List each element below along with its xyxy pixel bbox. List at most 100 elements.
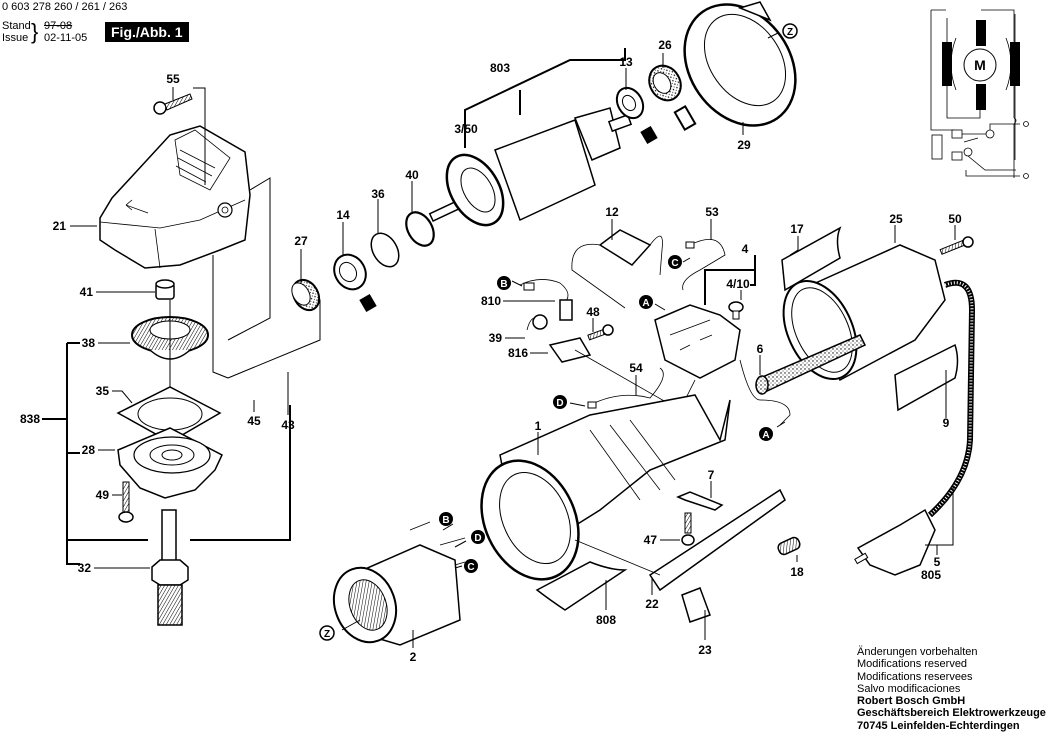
label-26: 26	[658, 38, 672, 52]
cable-53	[682, 238, 726, 291]
label-9	[894, 343, 959, 412]
marker-a-switch: A	[639, 295, 653, 309]
label-48: 48	[586, 305, 600, 319]
label-41: 41	[80, 285, 94, 299]
footer-company: Robert Bosch GmbH	[857, 695, 966, 708]
label-803: 803	[490, 61, 510, 75]
label-45: 45	[247, 414, 261, 428]
document-number: 0 603 278 260 / 261 / 263	[2, 1, 128, 13]
label-36: 36	[371, 187, 385, 201]
bushing-41	[155, 279, 175, 300]
label-47: 47	[644, 533, 658, 547]
label-838: 838	[20, 412, 40, 426]
revision-block: Stand 97-08 Issue 02-11-05 }	[2, 20, 87, 45]
svg-text:C: C	[467, 562, 474, 573]
issue-value: 02-11-05	[44, 32, 88, 44]
wiring-diagram: M	[930, 9, 1029, 179]
marker-d-field: D	[471, 530, 485, 544]
svg-text:C: C	[671, 258, 678, 269]
label-12: 12	[605, 205, 619, 219]
label-9: 9	[943, 416, 950, 430]
label-805: 805	[921, 568, 941, 582]
label-29: 29	[737, 138, 751, 152]
label-21: 21	[53, 219, 67, 233]
label-5: 5	[934, 555, 941, 569]
footer-line-es: Salvo modificaciones	[857, 682, 961, 695]
bearing-housing-29	[683, 1, 797, 127]
bearing-flange-28	[117, 427, 223, 499]
label-810: 810	[481, 294, 501, 308]
ball-bearing-13	[615, 86, 658, 145]
svg-text:B: B	[442, 515, 449, 526]
circlip-40	[405, 211, 435, 247]
part-labels: 55 21 41 38 35 838 28 49 32 27 14 36 40 …	[20, 38, 962, 664]
label-27: 27	[294, 234, 308, 248]
spindle-32	[151, 509, 189, 626]
brush-holder-810	[519, 279, 573, 321]
label-39: 39	[489, 331, 503, 345]
label-17: 17	[790, 222, 804, 236]
ball-bearing-14	[333, 253, 377, 313]
label-808: 808	[596, 613, 616, 627]
marker-c-53: C	[668, 255, 682, 269]
field-stator-2	[332, 521, 466, 646]
label-55: 55	[166, 72, 180, 86]
svg-text:Z: Z	[787, 27, 793, 38]
cable-54	[587, 367, 664, 409]
screw-47	[681, 512, 695, 546]
plate-816	[548, 337, 592, 363]
screw-49	[118, 481, 134, 523]
label-50: 50	[948, 212, 962, 226]
stand-label: Stand	[2, 20, 31, 32]
brush-bottom	[976, 84, 986, 110]
svg-text:A: A	[762, 430, 769, 441]
stand-value: 97-08	[44, 20, 73, 32]
label-14: 14	[336, 208, 350, 222]
label-35: 35	[96, 384, 110, 398]
marker-z-housing: Z	[782, 23, 798, 39]
issue-label: Issue	[2, 32, 29, 44]
svg-text:B: B	[500, 279, 507, 290]
label-23: 23	[698, 643, 712, 657]
label-53: 53	[705, 205, 719, 219]
footer-notice: Änderungen vorbehalten Modifications res…	[857, 646, 1046, 732]
label-4: 4	[742, 242, 749, 256]
marker-b-810: B	[497, 276, 511, 290]
switch-4	[654, 304, 741, 379]
label-7: 7	[708, 468, 715, 482]
label-808	[535, 561, 628, 611]
label-6: 6	[757, 342, 764, 356]
footer-line-en: Modifications reserved	[857, 658, 968, 671]
label-816: 816	[508, 346, 528, 360]
label-54: 54	[629, 361, 643, 375]
brush-top	[976, 20, 986, 46]
leader-lines	[70, 32, 956, 648]
label-1: 1	[535, 419, 542, 433]
clip-7	[676, 491, 724, 511]
label-4-10: 4/10	[726, 277, 750, 291]
brace: }	[31, 19, 39, 44]
svg-text:D: D	[474, 533, 481, 544]
label-18: 18	[790, 565, 804, 579]
svg-text:D: D	[556, 398, 563, 409]
label-13: 13	[619, 55, 633, 69]
figure-label: Fig./Abb. 1	[105, 22, 189, 42]
label-32: 32	[78, 561, 92, 575]
spring-39	[526, 314, 548, 331]
field-coil-right	[1010, 42, 1020, 86]
marker-c-field: C	[464, 559, 478, 573]
cable-sleeve-6	[755, 334, 867, 395]
marker-b-field: B	[439, 512, 453, 526]
screw-55	[153, 93, 193, 115]
label-2: 2	[410, 650, 417, 664]
svg-text:Z: Z	[324, 629, 330, 640]
label-25: 25	[889, 212, 903, 226]
screw-4-10	[728, 301, 744, 320]
spring-18	[777, 536, 801, 556]
gear-housing-21	[99, 125, 251, 269]
label-28: 28	[82, 443, 96, 457]
screw-48	[587, 324, 614, 341]
screw-50	[939, 236, 974, 255]
bearing-26	[648, 64, 697, 132]
